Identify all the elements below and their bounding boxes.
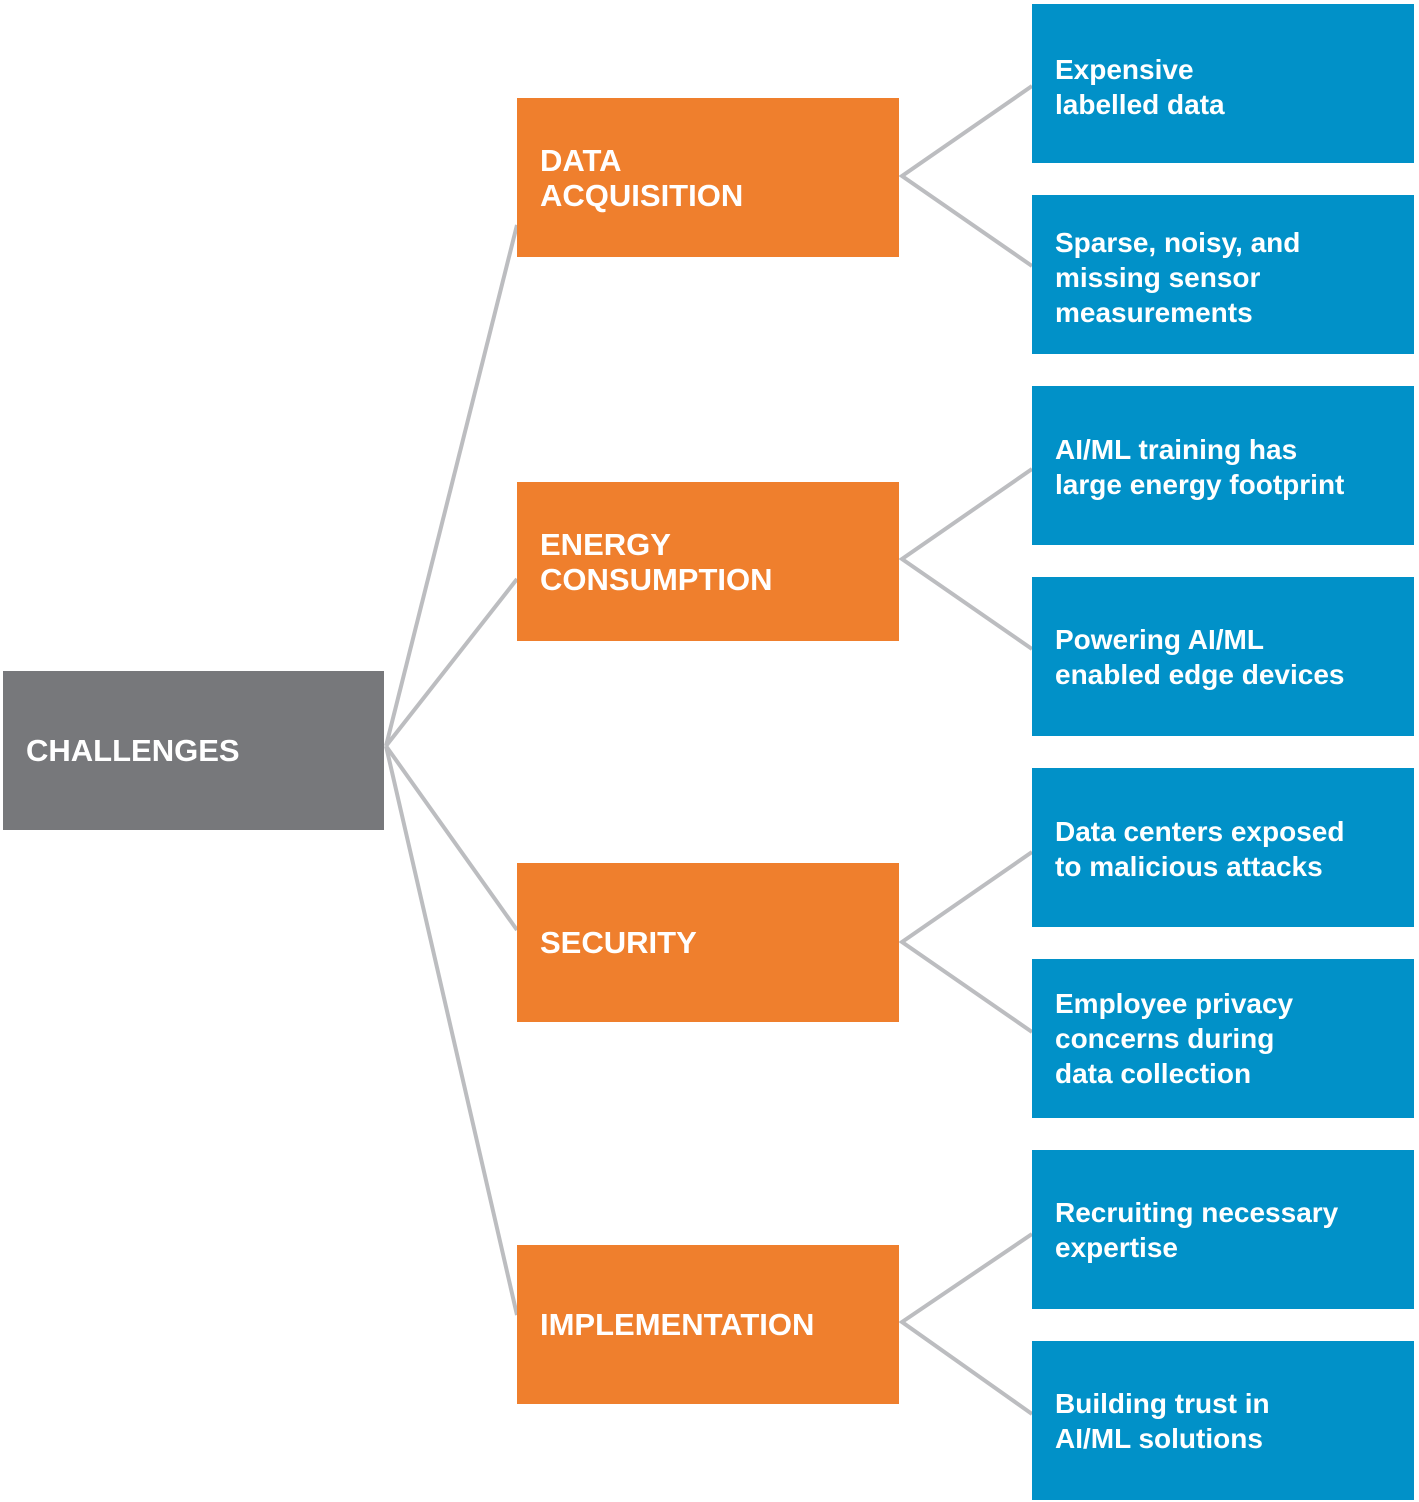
- item-label: Building trust in AI/ML solutions: [1055, 1387, 1270, 1454]
- category-label: ENERGY CONSUMPTION: [540, 526, 773, 597]
- energy-consumption-branch-line: [898, 467, 1034, 651]
- item-label: Recruiting necessary expertise: [1055, 1197, 1339, 1263]
- category-label: SECURITY: [540, 925, 697, 960]
- security-branch-line: [898, 850, 1034, 1034]
- root-to-data-acquisition-line: [384, 224, 519, 747]
- item-label: Powering AI/ML enabled edge devices: [1055, 623, 1345, 690]
- category-label: DATA ACQUISITION: [540, 142, 744, 213]
- implementation-branch-line: [898, 1232, 1034, 1416]
- item-recruiting-expertise: Recruiting necessary expertise: [1032, 1150, 1414, 1309]
- item-building-trust: Building trust in AI/ML solutions: [1032, 1341, 1414, 1500]
- item-label: Employee privacy concerns during data co…: [1055, 988, 1294, 1089]
- item-label: AI/ML training has large energy footprin…: [1055, 434, 1345, 500]
- data-acquisition-branch-line: [898, 84, 1034, 268]
- item-label: Expensive labelled data: [1055, 54, 1225, 120]
- challenges-root-label: CHALLENGES: [26, 732, 240, 768]
- item-employee-privacy-concerns: Employee privacy concerns during data co…: [1032, 959, 1414, 1118]
- item-label: Sparse, noisy, and missing sensor measur…: [1055, 227, 1301, 328]
- item-sparse-noisy-missing-measurements: Sparse, noisy, and missing sensor measur…: [1032, 195, 1414, 354]
- root-to-energy-consumption-line: [384, 577, 519, 748]
- item-expensive-labelled-data: Expensive labelled data: [1032, 4, 1414, 163]
- item-ai-ml-training-energy: AI/ML training has large energy footprin…: [1032, 386, 1414, 545]
- category-security: SECURITY: [517, 863, 899, 1022]
- root-to-implementation-line: [384, 745, 519, 1316]
- category-label: IMPLEMENTATION: [540, 1307, 815, 1342]
- item-powering-edge-devices: Powering AI/ML enabled edge devices: [1032, 577, 1414, 736]
- challenges-root-box: CHALLENGES: [3, 671, 384, 830]
- root-to-security-line: [384, 744, 519, 932]
- category-data-acquisition: DATA ACQUISITION: [517, 98, 899, 257]
- category-implementation: IMPLEMENTATION: [517, 1245, 899, 1404]
- category-energy-consumption: ENERGY CONSUMPTION: [517, 482, 899, 641]
- item-label: Data centers exposed to malicious attack…: [1055, 816, 1345, 882]
- item-data-centers-exposed: Data centers exposed to malicious attack…: [1032, 768, 1414, 927]
